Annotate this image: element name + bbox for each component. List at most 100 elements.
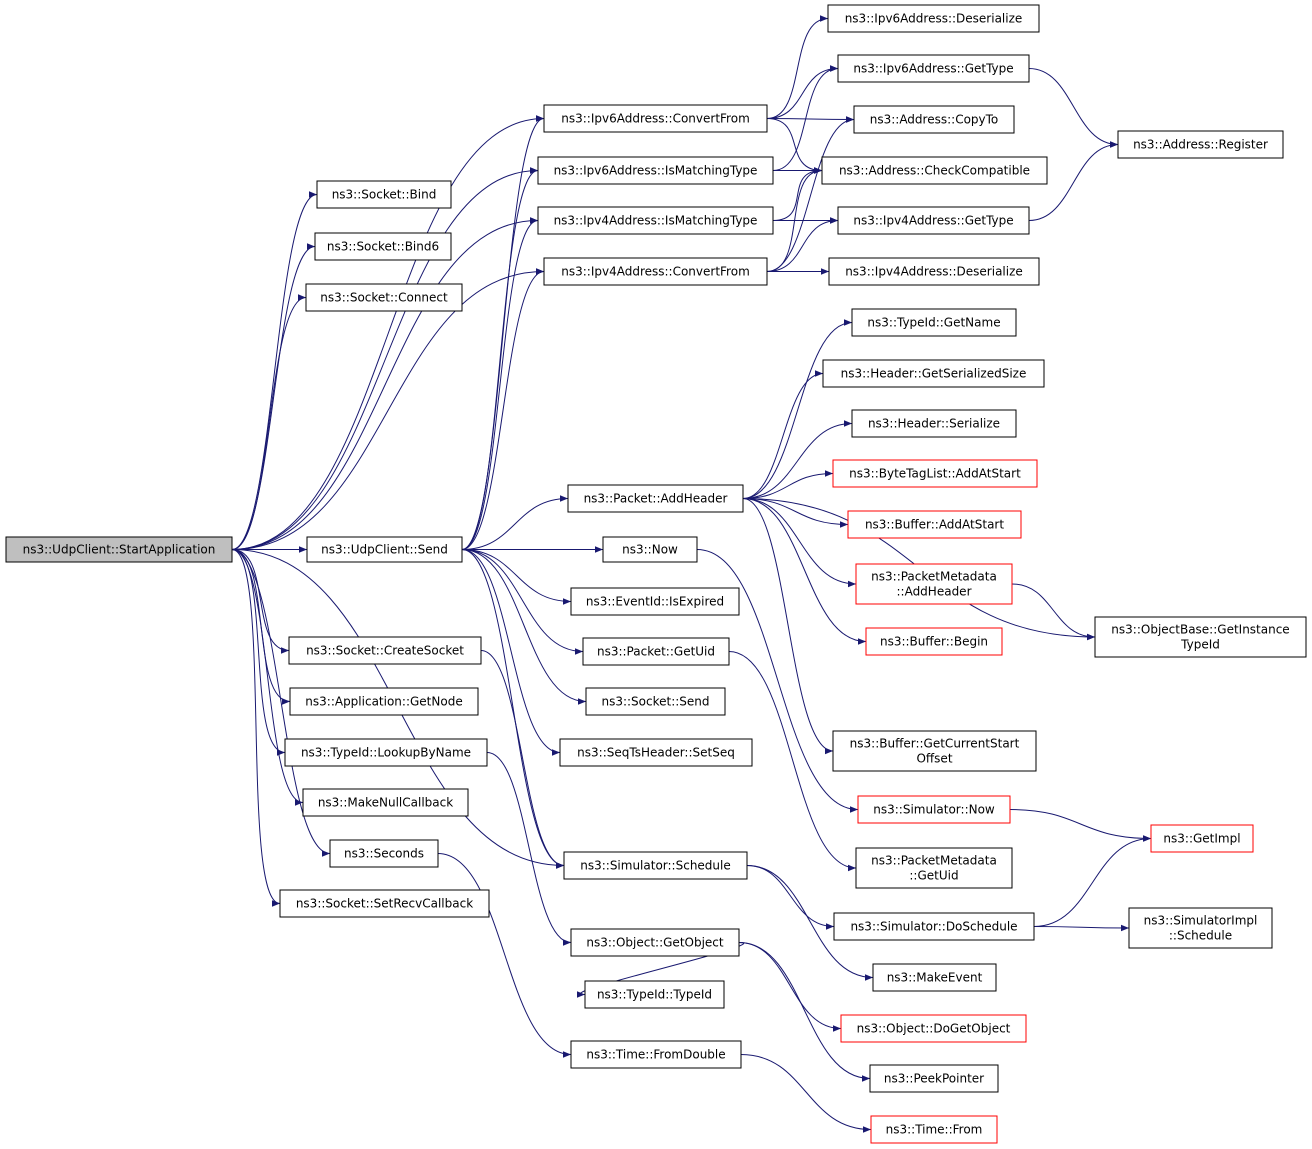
node-getnode-label-0: ns3::Application::GetNode (305, 695, 462, 709)
node-evexp[interactable]: ns3::EventId::IsExpired (570, 587, 740, 616)
edge-send-to-pktuid (461, 549, 584, 655)
node-ipv4im[interactable]: ns3::Ipv4Address::IsMatchingType (537, 206, 774, 235)
node-bufcso-box (832, 730, 1037, 772)
node-ipv6gt[interactable]: ns3::Ipv6Address::GetType (837, 54, 1030, 83)
node-bind[interactable]: ns3::Socket::Bind (316, 180, 452, 209)
node-hdrser[interactable]: ns3::Header::Serialize (851, 409, 1017, 438)
edge-ipv6im-to-ipv6gt (772, 65, 839, 171)
node-btl-label-0: ns3::ByteTagList::AddAtStart (849, 467, 1021, 481)
node-hdrsize[interactable]: ns3::Header::GetSerializedSize (822, 359, 1045, 388)
node-getnode[interactable]: ns3::Application::GetNode (289, 687, 479, 716)
node-addrcopy-box (853, 105, 1015, 134)
node-ipv4gt-box (837, 206, 1030, 235)
edge-start-to-recvcb (231, 549, 281, 907)
node-send[interactable]: ns3::UdpClient::Send (306, 536, 463, 563)
node-bufbegin[interactable]: ns3::Buffer::Begin (865, 627, 1003, 656)
node-nullcb-box (302, 788, 469, 817)
node-nullcb[interactable]: ns3::MakeNullCallback (302, 788, 469, 817)
node-evexp-box (570, 587, 740, 616)
node-pmadd-label-1: ::AddHeader (896, 585, 971, 599)
node-typeid[interactable]: ns3::TypeId::TypeId (584, 980, 725, 1009)
edge-simsched-to-doschedule (746, 865, 835, 930)
node-getimpl[interactable]: ns3::GetImpl (1150, 824, 1254, 853)
node-bufadd-label-0: ns3::Buffer::AddAtStart (865, 518, 1004, 532)
node-simsched[interactable]: ns3::Simulator::Schedule (563, 851, 748, 880)
node-ipv6des[interactable]: ns3::Ipv6Address::Deserialize (827, 4, 1040, 33)
node-tidname[interactable]: ns3::TypeId::GetName (851, 308, 1017, 337)
node-addhdr-label-0: ns3::Packet::AddHeader (584, 492, 728, 506)
node-simsched-box (563, 851, 748, 880)
node-simnow-box (857, 795, 1011, 824)
node-addrreg[interactable]: ns3::Address::Register (1117, 130, 1284, 159)
node-pmuid[interactable]: ns3::PacketMetadata::GetUid (855, 847, 1013, 889)
edge-ipv6cf-to-ipv6des (766, 15, 829, 119)
node-start[interactable]: ns3::UdpClient::StartApplication (5, 536, 233, 563)
node-pmadd[interactable]: ns3::PacketMetadata::AddHeader (855, 563, 1013, 605)
edge-ipv4gt-to-addrreg (1028, 141, 1119, 221)
node-addrcopy-label-0: ns3::Address::CopyTo (870, 113, 999, 127)
node-seqts[interactable]: ns3::SeqTsHeader::SetSeq (559, 738, 753, 767)
node-addrcc[interactable]: ns3::Address::CheckCompatible (821, 156, 1048, 185)
node-simnow[interactable]: ns3::Simulator::Now (857, 795, 1011, 824)
node-makeevent[interactable]: ns3::MakeEvent (872, 963, 997, 992)
edge-now-to-simnow (696, 549, 859, 813)
node-simimpl[interactable]: ns3::SimulatorImpl::Schedule (1128, 907, 1273, 949)
node-btl[interactable]: ns3::ByteTagList::AddAtStart (832, 459, 1038, 488)
node-ipv6gt-box (837, 54, 1030, 83)
edge-addhdr-to-bufbegin (742, 498, 867, 645)
node-ipv4des-label-0: ns3::Ipv4Address::Deserialize (845, 265, 1023, 279)
node-simimpl-box (1128, 907, 1273, 949)
node-dogetobject[interactable]: ns3::Object::DoGetObject (840, 1014, 1027, 1043)
nodes-layer: ns3::UdpClient::StartApplicationns3::Soc… (5, 4, 1307, 1144)
node-timefrom[interactable]: ns3::Time::From (870, 1115, 998, 1144)
edge-send-to-ipv4im (461, 217, 539, 550)
edge-ipv6cf-to-addrcopy (766, 116, 855, 123)
node-seconds[interactable]: ns3::Seconds (329, 839, 439, 868)
node-lookup[interactable]: ns3::TypeId::LookupByName (284, 738, 488, 767)
node-bind6[interactable]: ns3::Socket::Bind6 (314, 232, 452, 261)
node-peekptr[interactable]: ns3::PeekPointer (869, 1064, 999, 1093)
node-bufadd[interactable]: ns3::Buffer::AddAtStart (847, 510, 1022, 539)
node-peekptr-box (869, 1064, 999, 1093)
node-seconds-label-0: ns3::Seconds (344, 847, 424, 861)
node-bind-box (316, 180, 452, 209)
node-simsched-label-0: ns3::Simulator::Schedule (580, 859, 731, 873)
node-ipv4gt[interactable]: ns3::Ipv4Address::GetType (837, 206, 1030, 235)
edge-start-to-createsock (231, 549, 290, 654)
node-bufcso-label-1: Offset (916, 752, 952, 766)
node-ipv6im-label-0: ns3::Ipv6Address::IsMatchingType (554, 164, 758, 178)
node-dogetobject-label-0: ns3::Object::DoGetObject (857, 1022, 1011, 1036)
node-typeid-box (584, 980, 725, 1009)
node-ipv6im[interactable]: ns3::Ipv6Address::IsMatchingType (537, 156, 774, 185)
node-ipv6cf[interactable]: ns3::Ipv6Address::ConvertFrom (543, 104, 768, 133)
node-getobject-box (570, 928, 740, 957)
node-connect-label-0: ns3::Socket::Connect (320, 291, 448, 305)
node-fromdouble[interactable]: ns3::Time::FromDouble (570, 1040, 742, 1069)
node-doschedule[interactable]: ns3::Simulator::DoSchedule (833, 912, 1035, 941)
edge-getobject-to-peekptr (738, 942, 871, 1082)
node-socksend[interactable]: ns3::Socket::Send (585, 687, 726, 716)
node-connect[interactable]: ns3::Socket::Connect (305, 283, 463, 312)
node-bind-label-0: ns3::Socket::Bind (332, 188, 437, 202)
node-ipv4des[interactable]: ns3::Ipv4Address::Deserialize (828, 257, 1040, 286)
node-ipv4im-box (537, 206, 774, 235)
node-createsock[interactable]: ns3::Socket::CreateSocket (288, 636, 482, 665)
edge-getobject-to-typeid (576, 942, 744, 998)
node-addhdr[interactable]: ns3::Packet::AddHeader (567, 484, 744, 513)
node-fromdouble-label-0: ns3::Time::FromDouble (586, 1048, 725, 1062)
node-now[interactable]: ns3::Now (602, 536, 698, 563)
node-getobject[interactable]: ns3::Object::GetObject (570, 928, 740, 957)
node-hdrsize-label-0: ns3::Header::GetSerializedSize (841, 367, 1027, 381)
edge-seconds-to-fromdouble (437, 853, 572, 1058)
node-ipv4cf[interactable]: ns3::Ipv4Address::ConvertFrom (543, 257, 768, 286)
node-createsock-label-0: ns3::Socket::CreateSocket (306, 644, 464, 658)
node-addrcopy[interactable]: ns3::Address::CopyTo (853, 105, 1015, 134)
edge-simsched-to-makeevent (746, 865, 874, 981)
edge-send-to-evexp (461, 549, 572, 605)
node-simimpl-label-1: ::Schedule (1169, 929, 1232, 943)
node-pktuid[interactable]: ns3::Packet::GetUid (582, 637, 730, 666)
node-recvcb[interactable]: ns3::Socket::SetRecvCallback (279, 889, 490, 918)
